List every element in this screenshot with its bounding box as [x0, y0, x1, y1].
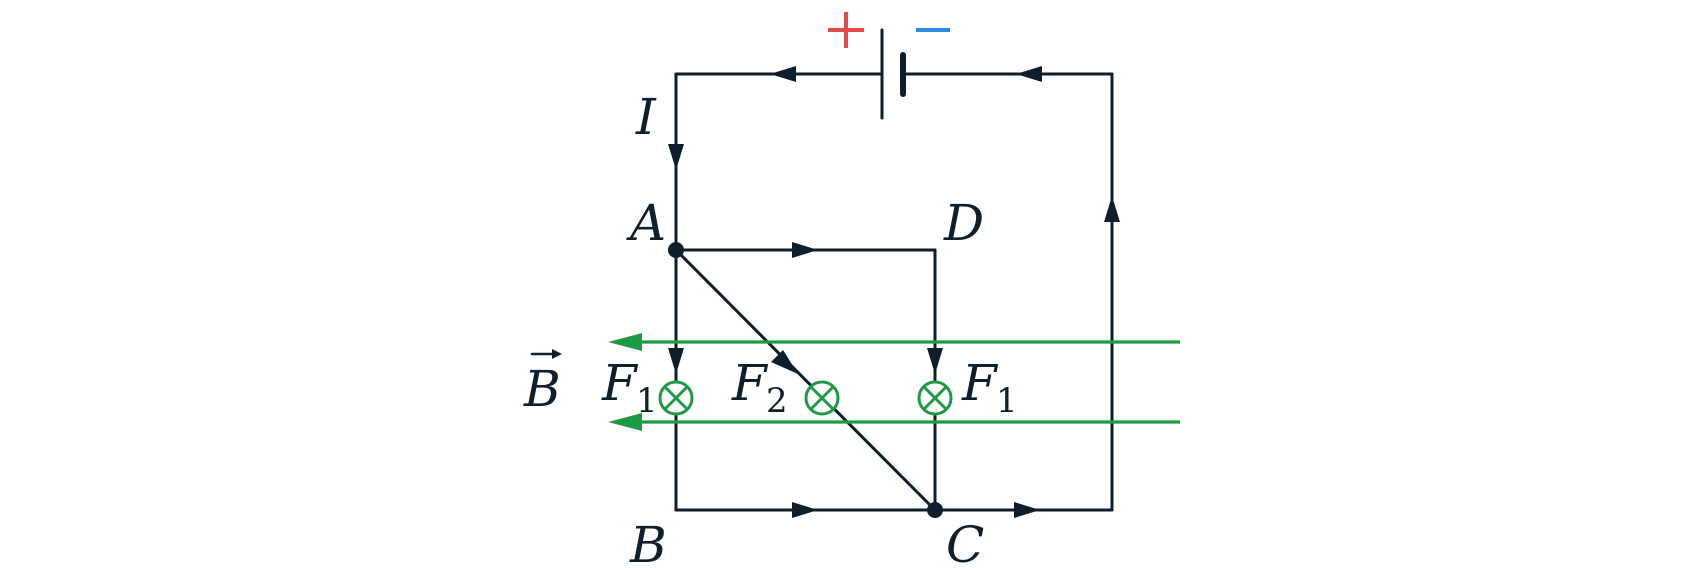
cross-in-circle-icon	[917, 380, 953, 416]
force-label-left-main: F	[601, 354, 639, 412]
vertex-label-b: B	[629, 516, 667, 568]
force-label-left: F 1	[601, 354, 658, 421]
arrow-down-icon	[668, 348, 684, 374]
field-arrow-left-icon	[608, 413, 642, 431]
arrow-down-icon	[668, 144, 684, 170]
outer-circuit-wires	[674, 72, 1114, 512]
field-label: B	[523, 360, 561, 418]
junction-dot-c	[927, 502, 943, 518]
arrow-diagonal-icon	[771, 350, 798, 374]
force-label-left-sub: 1	[636, 381, 658, 421]
vertex-label-a: A	[626, 194, 666, 252]
cross-in-circle-icon	[658, 380, 694, 416]
arrow-right-icon	[792, 502, 818, 518]
wire-frame-abcd	[674, 248, 937, 512]
arrow-up-icon	[1104, 196, 1120, 222]
force-label-right-sub: 1	[996, 381, 1018, 421]
arrow-left-icon	[770, 66, 796, 82]
force-label-mid-sub: 2	[766, 381, 788, 421]
segment-ac-diagonal	[674, 248, 937, 512]
magnetic-field-lines	[608, 333, 1180, 431]
current-direction-arrows	[668, 66, 1120, 518]
arrow-left-icon	[1016, 66, 1042, 82]
battery	[828, 12, 950, 120]
field-vector-label: B	[523, 349, 562, 418]
vertex-label-d: D	[943, 194, 984, 252]
vertex-label-c: C	[946, 516, 984, 568]
arrow-down-icon	[927, 348, 943, 374]
junction-dot-a	[668, 242, 684, 258]
force-label-mid: F 2	[731, 354, 788, 421]
arrow-right-icon	[1014, 502, 1040, 518]
force-label-mid-main: F	[731, 354, 769, 412]
force-label-right-main: F	[961, 354, 999, 412]
cross-in-circle-icon	[804, 380, 840, 416]
field-arrow-left-icon	[608, 333, 642, 351]
arrow-right-icon	[792, 242, 818, 258]
force-label-right: F 1	[961, 354, 1018, 421]
current-label: I	[635, 88, 657, 146]
plus-sign-icon	[828, 12, 864, 48]
vector-arrow-head-icon	[552, 349, 562, 359]
